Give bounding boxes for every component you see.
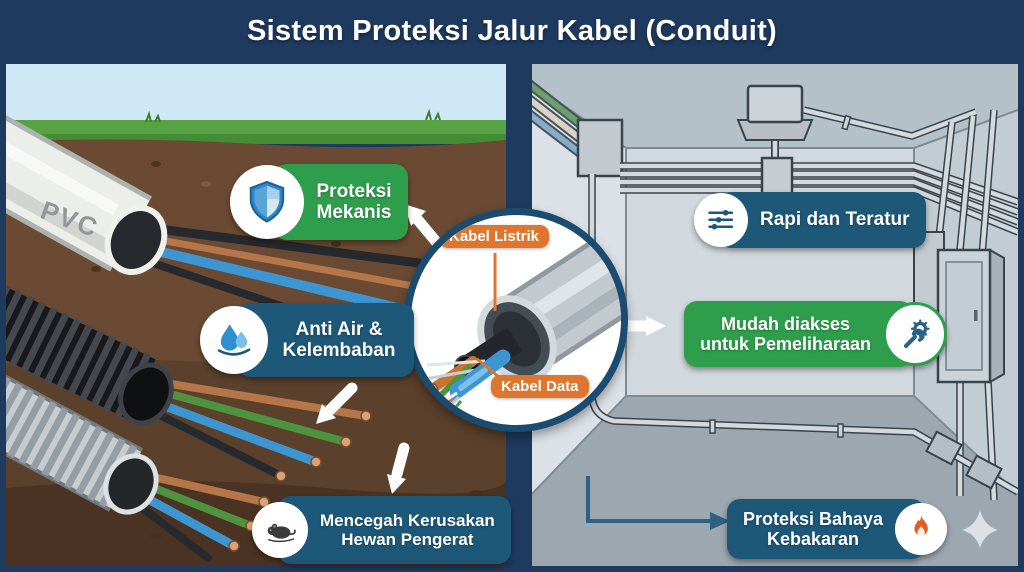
title-bar: Sistem Proteksi Jalur Kabel (Conduit) xyxy=(0,0,1024,62)
conduit-cross-section: Kabel Listrik Kabel Data xyxy=(404,208,628,432)
floor-junction-box-2 xyxy=(965,454,1003,490)
callout-anti-air: Anti Air & Kelembaban xyxy=(200,303,414,377)
shield-icon xyxy=(230,165,304,239)
kabel-listrik-label: Kabel Listrik xyxy=(439,225,550,248)
callout-label: Mudah diakses xyxy=(721,313,851,334)
callout-label: Mekanis xyxy=(316,202,392,223)
callout-label: Rapi dan Teratur xyxy=(760,209,910,231)
callout-label: untuk Pemeliharaan xyxy=(700,334,872,354)
metal-flex-conduit xyxy=(6,374,270,562)
black-corrugated-conduit xyxy=(6,284,372,482)
floor-junction-box xyxy=(925,430,963,466)
pvc-conduit xyxy=(6,115,452,340)
callout-label: Proteksi xyxy=(316,180,392,202)
data-connector-line xyxy=(476,357,500,379)
ceiling-fixture xyxy=(736,84,978,196)
callout-proteksi-kebakaran: Proteksi Bahaya Kebakaran xyxy=(727,499,948,559)
callout-rapi-teratur: Rapi dan Teratur xyxy=(694,192,926,248)
rat-icon xyxy=(252,502,308,558)
page-title: Sistem Proteksi Jalur Kabel (Conduit) xyxy=(247,14,777,47)
callout-hewan-pengerat: Mencegah Kerusakan Hewan Pengerat xyxy=(252,496,511,564)
sliders-icon xyxy=(694,193,748,247)
cable-illustration xyxy=(424,231,621,425)
callout-label: Proteksi Bahaya xyxy=(743,508,884,529)
wall-junction-box xyxy=(576,118,624,178)
right-wall-conduits xyxy=(934,109,998,501)
callout-label: Anti Air & xyxy=(295,318,383,340)
callout-label: Kebakaran xyxy=(767,529,860,549)
wrench-gear-icon xyxy=(883,302,948,366)
flame-icon xyxy=(895,503,948,555)
callout-mudah-diakses: Mudah diakses untuk Pemeliharaan xyxy=(684,301,948,367)
callout-label: Mencegah Kerusakan xyxy=(320,510,495,530)
callout-label: Hewan Pengerat xyxy=(341,530,474,549)
sparkle xyxy=(962,510,998,548)
water-drop-icon xyxy=(200,306,268,374)
kabel-data-label: Kabel Data xyxy=(491,375,589,398)
callout-proteksi-mekanis: Proteksi Mekanis xyxy=(230,164,408,240)
callout-label: Kelembaban xyxy=(282,340,396,361)
electrical-panel xyxy=(936,248,1005,384)
